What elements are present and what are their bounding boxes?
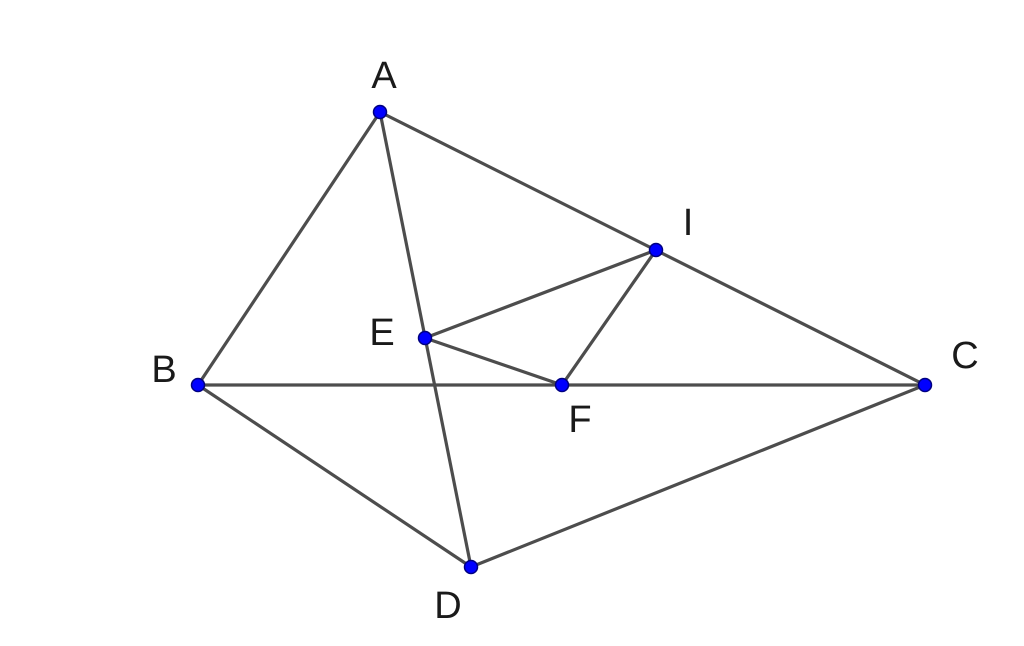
labels-layer: A B C D E F I (151, 55, 978, 627)
point-f (554, 377, 570, 393)
point-b (190, 377, 206, 393)
segment-bd (196, 383, 473, 569)
point-e (417, 330, 433, 346)
segment-fi (560, 248, 658, 387)
point-label-d: D (434, 585, 461, 627)
point-label-a: A (371, 55, 397, 97)
point-label-c: C (951, 335, 978, 377)
point-a (372, 104, 388, 120)
point-c (917, 377, 933, 393)
points-layer (190, 104, 933, 575)
point-label-b: B (151, 349, 176, 391)
point-label-f: F (568, 399, 591, 441)
segment-ab (196, 110, 382, 387)
segment-cd (469, 383, 927, 569)
segment-ei (423, 248, 658, 340)
point-d (463, 559, 479, 575)
point-i (648, 242, 664, 258)
segment-ef (423, 336, 564, 387)
point-label-e: E (369, 312, 394, 354)
segments-layer (196, 110, 927, 569)
point-label-i: I (683, 202, 694, 244)
